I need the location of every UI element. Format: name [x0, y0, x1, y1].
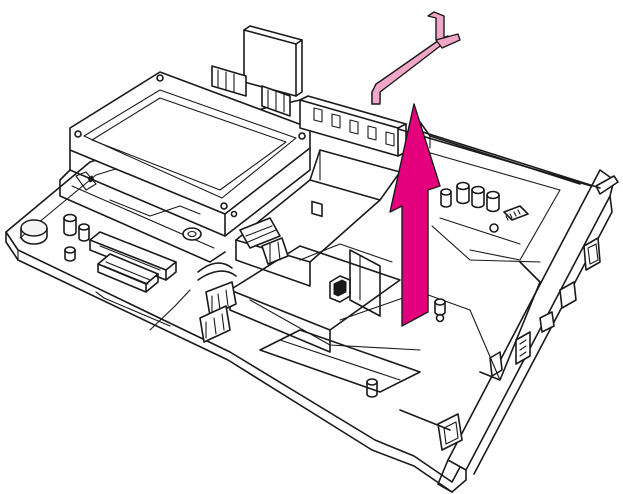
removed-bracket — [371, 11, 461, 105]
io-side-rail — [437, 169, 619, 493]
arrow-up-icon — [389, 103, 441, 327]
disk-connector — [211, 25, 303, 117]
disk-mount-screw — [182, 227, 202, 241]
right-capacitors — [440, 181, 500, 213]
standoff-post — [366, 378, 378, 398]
chassis-frame — [229, 149, 471, 393]
right-board-area — [419, 149, 561, 323]
io-ports — [489, 237, 601, 377]
dimm-slot — [89, 231, 177, 281]
hard-disk — [59, 71, 311, 263]
board-standoff — [20, 219, 48, 245]
right-frame-wall — [399, 121, 601, 431]
cable-connector — [239, 217, 289, 265]
power-cable — [197, 262, 237, 343]
edge-connector — [95, 289, 191, 331]
board-chip — [503, 205, 529, 221]
board-capacitors — [63, 213, 90, 262]
memory-chip-socket — [97, 253, 159, 293]
